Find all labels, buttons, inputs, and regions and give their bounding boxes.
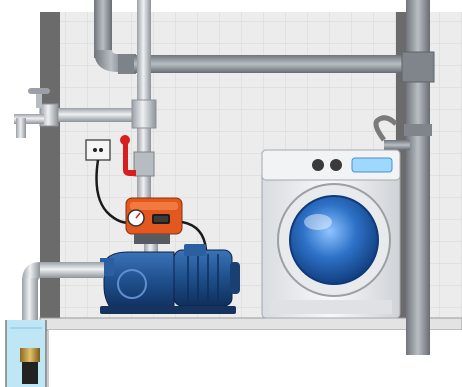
wall-socket [86, 140, 110, 160]
washer-door [290, 196, 378, 284]
dial-knob [330, 159, 342, 171]
foot-valve [20, 348, 40, 384]
floor [40, 318, 462, 387]
control-panel-display [352, 158, 392, 172]
surface-pump [100, 244, 240, 314]
washing-machine [262, 150, 400, 318]
dial-knob [312, 159, 324, 171]
